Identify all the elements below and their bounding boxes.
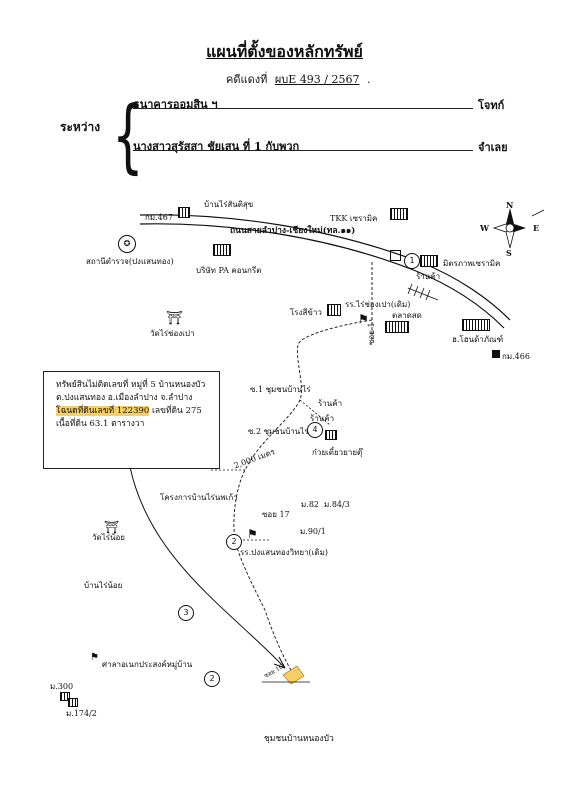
label-km467: กม.467 [145,213,173,222]
pointer-curve [129,466,286,669]
plaintiff-line [133,108,473,109]
info-line-3: โฉนดที่ดินเลขที่ 122390 เลขที่ดิน 275 [44,405,219,418]
page-title: แผนที่ตั้งของหลักทรัพย์ [206,42,363,61]
case-number-value: ผบE 493 / 2567 [274,73,360,86]
label-community: ชุมชนบ้านหนองบัว [264,734,334,744]
label-road: ถนนสายลำปาง-เชียงใหม่(ทล.๑๑) [230,226,356,236]
tkk-building-icon [390,208,408,220]
label-school2: รร.ปงแสนทองวิทยา(เดิม) [240,548,329,557]
marker-3: 3 [178,605,194,621]
property-info-box: ทรัพย์สินไม่ติดเลขที่ หมู่ที่ 5 บ้านหนอง… [43,371,220,469]
label-lane2: ซ.2 ชุมชนบ้านไร่ [248,427,309,436]
square-marker-icon [390,250,401,261]
label-wat-rai-chong-pao: วัดไร่ช่องเปา [150,329,195,338]
label-ban-rai-noi: บ้านไร่น้อย [84,581,123,590]
info-line-1: ทรัพย์สินไม่ติดเลขที่ หมู่ที่ 5 บ้านหนอง… [56,380,206,390]
label-m300: ม.300 [50,682,74,691]
label-m82: ม.82 [301,500,319,509]
rongsi-building-icon [327,304,341,316]
railway-icon [407,283,439,301]
deed-number-highlight: โฉนดที่ดินเลขที่ 122390 [56,406,150,416]
case-label: คดีแดงที่ [226,73,268,86]
marker-1: 1 [404,253,420,269]
house-icon [325,430,337,440]
label-lane1: ซ.1 ชุมชนบ้านไร่ [250,385,311,394]
label-kuay-tiew: ก๋วยเตี๋ยวยายตุ๊ [312,448,363,457]
house-m300-icon [60,692,70,701]
between-label: ระหว่าง [60,120,101,134]
case-number: คดีแดงที่ ผบE 493 / 2567 . [226,73,371,86]
property-plot [282,665,305,685]
temple2-icon: ⛩ [104,520,120,534]
compass-w: W [480,223,489,233]
label-school1: รร.ไร่ช่องเปา(เดิม) [345,300,411,309]
label-rongsi: โรงสีข้าว [290,308,322,317]
police-seal-icon: ✪ [118,235,136,253]
label-shop1: ร้านค้า [416,272,441,281]
info-line-2: ต.ปงแสนทอง อ.เมืองลำปาง จ.ลำปาง [56,393,193,403]
defendant-role: จำเลย [478,141,508,154]
highway-lower [139,223,505,329]
km466-post-icon [492,350,500,358]
info-line-4: เนื้อที่ดิน 63.1 ตารางวา [56,419,145,429]
label-soi1: ซอย 1 [367,322,376,345]
defendant-name: นางสาวสุรัสสา ชัยเสน ที่ 1 กับพวก [133,140,300,153]
pointer-arrowhead [273,656,286,669]
plaintiff-role: โจทก์ [478,99,505,112]
marker-2b: 2 [204,671,220,687]
label-pa-concrete: บริษัท PA คอนกรีต [196,266,262,275]
label-tkk: TKK เซรามิค [330,214,378,223]
plaintiff-name: ธนาคารออมสิน ฯ [133,98,218,111]
label-m84: ม.84/3 [324,500,350,509]
market-building-icon [385,321,409,333]
marker-2: 2 [226,534,242,550]
label-shop2: ร้านค้า [318,399,343,408]
label-market: ตลาดสด [392,311,422,320]
route-dashed [233,319,373,673]
lane-a [299,399,331,426]
compass-rose [492,208,545,249]
defendant-line [133,150,473,151]
pa-building-icon [213,244,231,256]
label-housing: โครงการบ้านไร่นพเก้า [160,493,238,502]
highway-upper [139,214,511,321]
label-honda: ฮ.โฮนด้าภัณฑ์ [452,335,504,344]
label-m90: ม.90/1 [300,527,326,536]
compass-e: E [533,223,540,233]
school2-flag-icon: ⚑ [247,527,258,541]
building-icon [178,207,190,218]
compass-s: S [506,248,512,258]
label-mitrapap: มิตรภาพเซรามิค [443,259,501,268]
label-sala: ศาลาอเนกประสงค์หมู่บ้าน [102,660,193,669]
label-wat-rai-noi: วัดไร่น้อย [92,533,125,542]
label-police: สถานีตำรวจ(ปงแสนทอง) [86,257,174,266]
compass-n: N [506,200,514,210]
brace-glyph: { [112,89,144,183]
sala-flag-icon: ⚑ [90,652,99,663]
mitrapap-building-icon [420,255,438,267]
label-ban-rai-santisuk: บ้านไร่สันติสุข [204,200,254,209]
marker-4: 4 [307,422,323,438]
temple-icon: ⛩ [166,311,183,326]
label-shop3: ร้านค้า [310,414,335,423]
honda-building-icon [462,319,490,331]
house-m174-icon [68,698,78,707]
land-number: เลขที่ดิน 275 [149,406,202,416]
label-soi17: ซอย 17 [262,510,290,519]
label-km466: กม.466 [502,352,530,361]
school-flag-icon: ⚑ [358,312,369,326]
label-m174: ม.174/2 [66,709,97,718]
